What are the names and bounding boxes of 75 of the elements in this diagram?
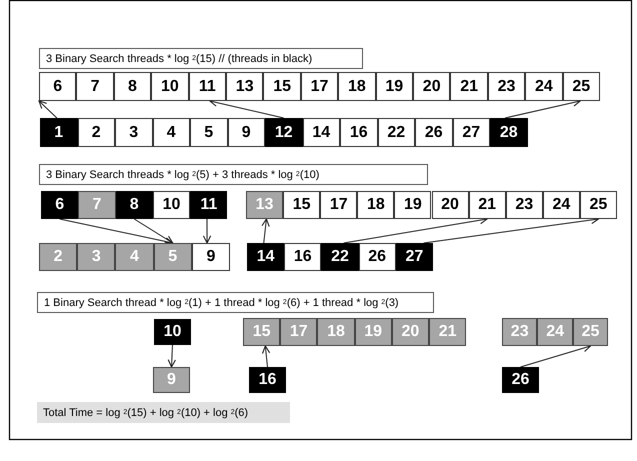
number-cell: 24 xyxy=(542,191,580,219)
searched-cell: 5 xyxy=(154,243,192,271)
number-cell: 27 xyxy=(452,118,490,147)
searched-cell: 7 xyxy=(78,191,116,219)
thread-cell: 14 xyxy=(247,243,284,271)
thread-cell: 10 xyxy=(154,319,191,345)
number-cell: 20 xyxy=(432,191,469,219)
number-cell: 8 xyxy=(114,72,152,101)
number-cell: 10 xyxy=(152,191,190,219)
number-cell: 13 xyxy=(226,72,264,101)
searched-cell: 25 xyxy=(572,318,608,346)
number-cell: 25 xyxy=(562,72,600,101)
searched-cell: 20 xyxy=(392,318,429,346)
number-cell: 25 xyxy=(580,191,617,219)
thread-cell: 1 xyxy=(40,118,78,147)
number-cell: 22 xyxy=(378,118,415,147)
number-cell: 15 xyxy=(283,191,320,219)
number-cell: 6 xyxy=(39,72,76,101)
number-cell: 23 xyxy=(506,191,543,219)
thread-cell: 6 xyxy=(41,191,78,219)
number-cell: 15 xyxy=(263,72,301,101)
number-cell: 2 xyxy=(78,118,115,147)
thread-cell: 16 xyxy=(249,367,286,393)
number-cell: 7 xyxy=(76,72,114,101)
number-cell: 19 xyxy=(376,72,413,101)
searched-cell: 13 xyxy=(246,191,284,219)
number-cell: 5 xyxy=(190,118,228,147)
arrow xyxy=(262,345,270,368)
thread-cell: 12 xyxy=(265,118,302,147)
number-cell: 26 xyxy=(358,243,396,271)
number-cell: 4 xyxy=(152,118,190,147)
number-cell: 21 xyxy=(450,72,488,101)
arrow xyxy=(520,344,592,368)
number-cell: 16 xyxy=(284,243,322,271)
number-cell: 10 xyxy=(151,72,189,101)
searched-cell: 2 xyxy=(39,243,78,271)
number-cell: 9 xyxy=(228,118,265,147)
thread-cell: 22 xyxy=(321,243,359,271)
thread-cell: 26 xyxy=(502,367,539,393)
number-cell: 26 xyxy=(415,118,452,147)
thread-cell: 28 xyxy=(490,118,528,147)
arrow xyxy=(209,98,284,118)
searched-cell: 9 xyxy=(153,367,190,393)
number-cell: 14 xyxy=(302,118,340,147)
number-cell: 21 xyxy=(468,191,506,219)
arrow xyxy=(134,218,174,244)
thread-cell: 8 xyxy=(116,191,153,219)
number-cell: 11 xyxy=(188,72,226,101)
number-cell: 3 xyxy=(115,118,152,147)
number-cell: 17 xyxy=(300,72,338,101)
arrow xyxy=(262,218,270,244)
number-cell: 23 xyxy=(488,72,526,101)
arrow xyxy=(168,344,176,368)
thread-cell: 27 xyxy=(396,243,433,271)
searched-cell: 21 xyxy=(429,318,466,346)
searched-cell: 3 xyxy=(77,243,116,271)
searched-cell: 4 xyxy=(115,243,154,271)
arrow xyxy=(38,100,58,118)
arrow xyxy=(504,98,581,118)
number-cell: 19 xyxy=(394,191,432,219)
searched-cell: 15 xyxy=(243,318,280,346)
number-cell: 18 xyxy=(338,72,376,101)
thread-cell: 11 xyxy=(190,191,228,219)
searched-cell: 23 xyxy=(502,318,538,346)
searched-cell: 24 xyxy=(537,318,573,346)
number-cell: 17 xyxy=(320,191,358,219)
number-cell: 24 xyxy=(525,72,563,101)
number-cell: 20 xyxy=(413,72,450,101)
number-cell: 18 xyxy=(357,191,394,219)
searched-cell: 19 xyxy=(354,318,392,346)
arrow xyxy=(202,218,212,244)
number-cell: 9 xyxy=(192,243,230,271)
searched-cell: 18 xyxy=(317,318,355,346)
number-cell: 16 xyxy=(340,118,378,147)
searched-cell: 17 xyxy=(280,318,318,346)
